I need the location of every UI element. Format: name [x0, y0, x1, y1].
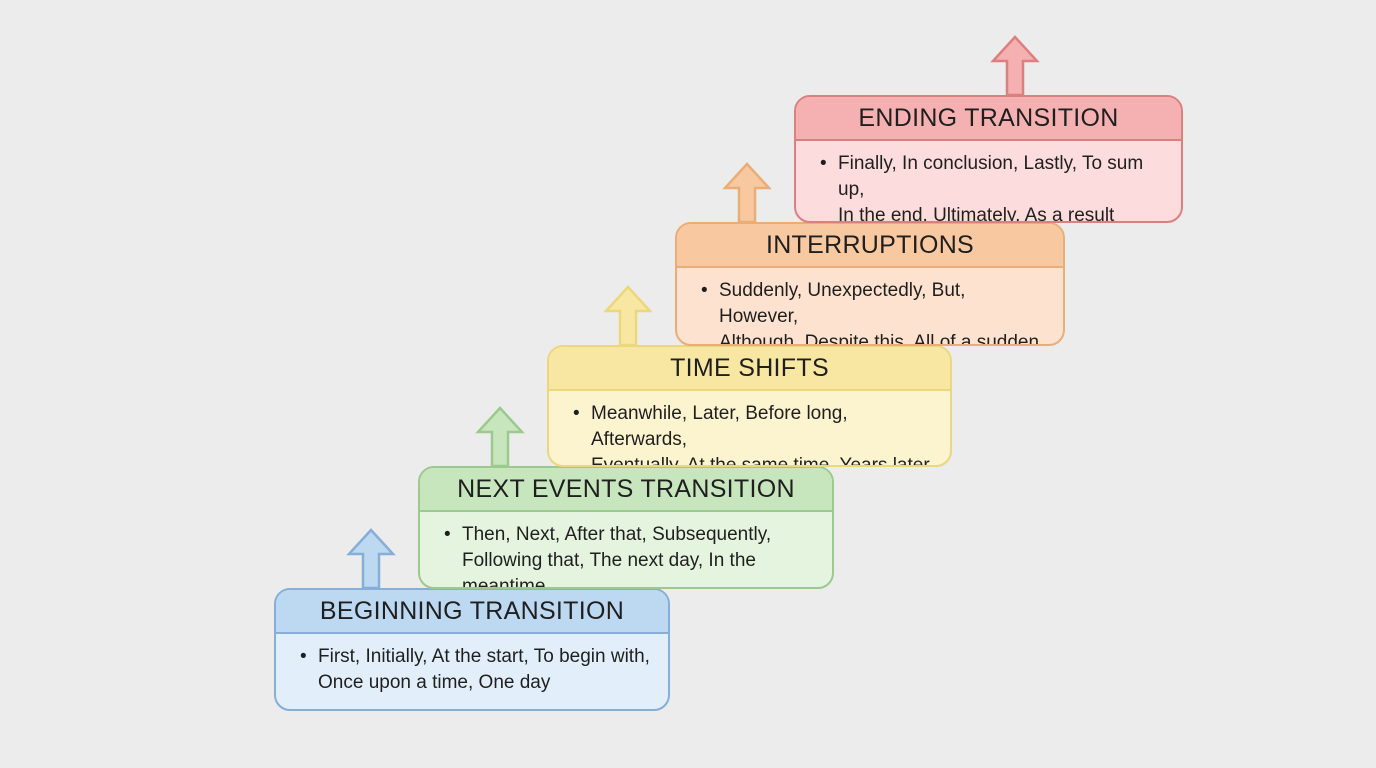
step-box: NEXT EVENTS TRANSITION • Then, Next, After…	[418, 466, 834, 589]
list-item: • Meanwhile, Later, Before long, Afterwar…	[573, 401, 934, 467]
step-body: • Then, Next, After that, Subsequently,Fo…	[420, 512, 832, 589]
step-box: TIME SHIFTS • Meanwhile, Later, Before lon…	[547, 345, 952, 467]
bullet-icon: •	[573, 403, 580, 424]
up-arrow-icon	[603, 285, 653, 347]
step-title: BEGINNING TRANSITION	[276, 590, 668, 634]
up-arrow-icon	[990, 35, 1040, 97]
list-item: • First, Initially, At the start, To begi…	[300, 644, 652, 696]
bullet-icon: •	[300, 646, 307, 667]
up-arrow-icon	[475, 406, 525, 468]
up-arrow-icon	[722, 162, 772, 224]
step-box: INTERRUPTIONS • Suddenly, Unexpectedly, Bu…	[675, 222, 1065, 346]
list-item: • Finally, In conclusion, Lastly, To sum …	[820, 151, 1165, 223]
step-body: • Finally, In conclusion, Lastly, To sum …	[796, 141, 1181, 223]
list-item-text: Finally, In conclusion, Lastly, To sum u…	[838, 153, 1144, 223]
list-item: • Then, Next, After that, Subsequently,Fo…	[444, 522, 816, 589]
step-box: ENDING TRANSITION • Finally, In conclusion…	[794, 95, 1183, 223]
step-body: • Meanwhile, Later, Before long, Afterwar…	[549, 391, 950, 467]
bullet-icon: •	[820, 153, 827, 174]
bullet-icon: •	[701, 280, 708, 301]
list-item-text: Suddenly, Unexpectedly, But, However,Alt…	[719, 280, 1040, 346]
list-item-text: Meanwhile, Later, Before long, Afterward…	[591, 403, 930, 467]
up-arrow-icon	[346, 528, 396, 590]
step-body: • Suddenly, Unexpectedly, But, However,Al…	[677, 268, 1063, 346]
list-item: • Suddenly, Unexpectedly, But, However,Al…	[701, 278, 1047, 346]
step-title: INTERRUPTIONS	[677, 224, 1063, 268]
step-title: NEXT EVENTS TRANSITION	[420, 468, 832, 512]
step-title: ENDING TRANSITION	[796, 97, 1181, 141]
bullet-icon: •	[444, 524, 451, 545]
list-item-text: First, Initially, At the start, To begin…	[318, 646, 650, 693]
list-item-text: Then, Next, After that, Subsequently,Fol…	[462, 524, 772, 589]
step-box: BEGINNING TRANSITION • First, Initially, A…	[274, 588, 670, 711]
step-body: • First, Initially, At the start, To begi…	[276, 634, 668, 696]
step-title: TIME SHIFTS	[549, 347, 950, 391]
